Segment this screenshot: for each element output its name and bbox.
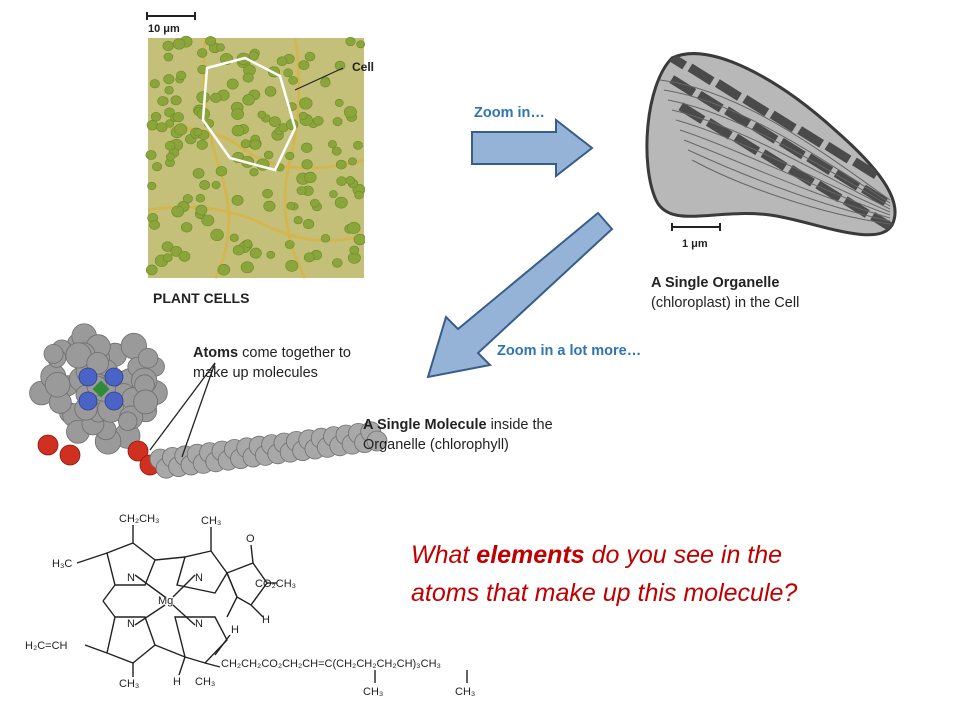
organelle-caption-bold: A Single Organelle xyxy=(651,275,780,291)
cell-callout-label: Cell xyxy=(352,60,375,74)
tail-ch3-b-label: CH₃ xyxy=(455,686,475,698)
zoom-in-arrow xyxy=(471,118,594,178)
mg-label: Mg xyxy=(158,595,173,607)
chlorophyll-space-filling-model xyxy=(29,323,388,479)
organelle-caption: A Single Organelle (chloroplast) in the … xyxy=(651,273,799,313)
chloroplast-micrograph: 1 μm xyxy=(645,52,897,250)
n3-label: N xyxy=(127,618,135,630)
vinyl-label: H₂C=CH xyxy=(25,640,68,652)
atoms-pointer-line-b xyxy=(181,362,216,458)
ch3-bottom-label: CH₃ xyxy=(119,678,139,690)
ch2ch3-label: CH₂CH₃ xyxy=(119,513,160,525)
h-label-a: H xyxy=(262,614,270,626)
plant-scale-label: 10 μm xyxy=(148,23,180,35)
plant-cells-caption: PLANT CELLS xyxy=(153,290,250,306)
zoom-in-label: Zoom in… xyxy=(474,105,545,121)
organelle-caption-rest: (chloroplast) in the Cell xyxy=(651,295,800,311)
molecule-caption: A Single Molecule inside the Organelle (… xyxy=(363,417,553,453)
molecule-caption-bold: A Single Molecule xyxy=(363,417,487,433)
phytyl-tail-label: CH₂CH₂CO₂CH₂CH=C(CH₂CH₂CH₂CH)₃CH₃ xyxy=(221,658,441,670)
zoom-in-more-label: Zoom in a lot more… xyxy=(497,343,642,359)
tail-ch3-a-label: CH₃ xyxy=(363,686,383,698)
zoom-in-more-arrow xyxy=(426,211,614,379)
atoms-pointer-line-a xyxy=(149,362,216,451)
h-label-c: H xyxy=(173,676,181,688)
atoms-caption: Atoms come together to make up molecules xyxy=(193,345,351,381)
ch3-c-label: CH₃ xyxy=(195,676,215,688)
question-text: What elements do you see in the atoms th… xyxy=(411,541,798,607)
cell-callout-line xyxy=(294,67,344,91)
co2ch3-label: CO₂CH₃ xyxy=(255,578,296,590)
question-emphasis: elements xyxy=(476,541,585,569)
magnesium-atom xyxy=(92,380,110,398)
n2-label: N xyxy=(195,572,203,584)
highlighted-cell-outline xyxy=(201,56,297,172)
ch3-top-label: CH₃ xyxy=(201,515,221,527)
plant-cells-micrograph: 10 μm xyxy=(145,12,367,279)
h3c-label: H₃C xyxy=(52,558,72,570)
organelle-scale-label: 1 μm xyxy=(682,238,708,250)
atoms-caption-bold: Atoms xyxy=(193,345,239,361)
chlorophyll-structural-formula: CH₂CH₃ CH₃ H₃C O CO₂CH₃ H₂C=CH CH₃ H H H… xyxy=(25,513,475,698)
n1-label: N xyxy=(127,572,135,584)
plant-cells-panel: 10 μm Cell xyxy=(145,10,374,280)
n4-label: N xyxy=(195,618,203,630)
h-label-b: H xyxy=(231,624,239,636)
oxygen-label: O xyxy=(246,533,255,545)
